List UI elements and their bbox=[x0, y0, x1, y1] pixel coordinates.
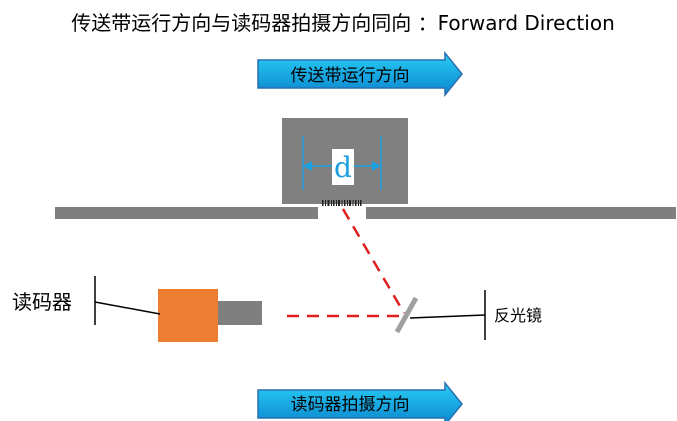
reader-callout-line bbox=[94, 301, 161, 315]
diagram-title: 传送带运行方向与读码器拍摄方向同向 ：Forward Direction bbox=[71, 11, 615, 35]
dimension-right-arrowhead bbox=[372, 161, 381, 171]
conveyor-direction-arrow: 传送带运行方向 bbox=[257, 50, 463, 98]
mirror-label: 反光镜 bbox=[494, 306, 542, 325]
reader-direction-label: 读码器拍摄方向 bbox=[291, 395, 410, 415]
reader-direction-arrow: 读码器拍摄方向 bbox=[257, 380, 463, 421]
dimension-label-bg bbox=[332, 149, 354, 185]
dimension-label: d bbox=[334, 151, 352, 184]
dimension-marker: d bbox=[302, 136, 382, 190]
conveyor-belt-right bbox=[366, 207, 676, 219]
dimension-left-arrowhead bbox=[303, 161, 312, 171]
reader-direction-arrow-shape bbox=[257, 380, 463, 421]
conveyor-direction-label: 传送带运行方向 bbox=[291, 66, 410, 86]
laser-path-upper bbox=[341, 208, 406, 314]
conveyor-direction-arrow-shape bbox=[257, 50, 463, 98]
conveyor-belt-left bbox=[55, 207, 318, 219]
code-reader-body bbox=[158, 289, 218, 342]
mirror bbox=[394, 296, 419, 334]
code-reader-lens bbox=[218, 301, 262, 325]
reader-label: 读码器 bbox=[12, 290, 72, 314]
barcode bbox=[322, 200, 362, 206]
mirror-callout-line bbox=[409, 314, 486, 319]
